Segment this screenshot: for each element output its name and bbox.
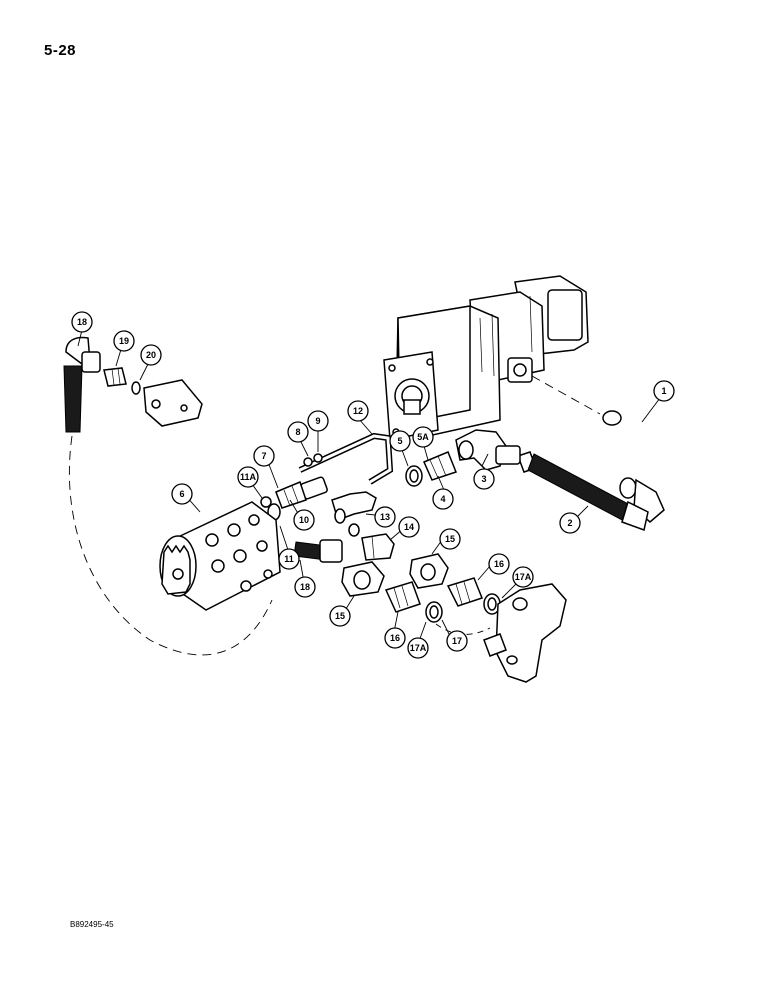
svg-text:10: 10 [299,515,309,525]
callout-10: 10 [293,509,315,531]
svg-text:16: 16 [390,633,400,643]
callout-3: 3 [473,468,495,490]
nut-15-upper [409,553,449,589]
valve-block-left [143,379,203,427]
fitting-14 [361,533,395,561]
nut-15-lower [341,561,385,597]
fitting-16-lower [384,581,421,613]
callout-15-upper: 15 [439,528,461,550]
svg-text:4: 4 [440,494,445,504]
callout-20: 20 [140,344,162,366]
valve-block-17 [483,583,567,683]
hydraulic-pump [383,275,589,441]
callout-11: 11 [278,548,300,570]
fitting-13 [331,491,377,537]
seal-17a-lower [425,601,443,623]
svg-text:16: 16 [494,559,504,569]
svg-text:11A: 11A [240,472,257,482]
seal-17a-upper [483,593,501,615]
callout-7: 7 [253,445,275,467]
callout-18-center: 18 [294,576,316,598]
svg-text:15: 15 [445,534,455,544]
svg-text:13: 13 [380,512,390,522]
page-number: 5-28 [44,42,77,59]
callout-14: 14 [398,516,420,538]
callout-16-upper: 16 [488,553,510,575]
svg-text:5: 5 [397,436,402,446]
svg-text:12: 12 [353,406,363,416]
callout-17: 17 [446,630,468,652]
callout-19: 19 [113,330,135,352]
hose-fitting-18 [293,539,343,563]
callout-17a-lower: 17A [407,637,429,659]
svg-text:5A: 5A [417,432,429,442]
tube-12 [298,432,394,485]
svg-text:17: 17 [452,636,462,646]
hose-18-left [63,336,101,433]
svg-text:2: 2 [567,518,572,528]
callout-4: 4 [432,488,454,510]
callout-2: 2 [559,512,581,534]
svg-text:14: 14 [404,522,414,532]
callout-5a: 5A [412,426,434,448]
figure-code: B892495-45 [70,920,114,929]
svg-text:1: 1 [661,386,666,396]
callout-12: 12 [347,400,369,422]
svg-text:15: 15 [335,611,345,621]
elbow-fitting-3 [455,429,521,471]
fitting-16-upper [446,577,483,607]
hose-2 [517,451,649,531]
fitting-4 [423,451,457,481]
callout-11a: 11A [237,466,259,488]
callout-5: 5 [389,430,411,452]
callout-6: 6 [171,483,193,505]
callout-8: 8 [287,421,309,443]
callout-1: 1 [653,380,675,402]
svg-text:17A: 17A [410,643,427,653]
callout-13: 13 [374,506,396,528]
svg-text:11: 11 [284,554,294,564]
callout-17a-upper: 17A [512,566,534,588]
callout-9: 9 [307,410,329,432]
svg-text:8: 8 [295,427,300,437]
svg-text:18: 18 [300,582,310,592]
svg-text:19: 19 [119,336,129,346]
svg-text:17A: 17A [515,572,532,582]
fitting-19 [103,367,127,387]
svg-text:20: 20 [146,350,156,360]
seal-5 [405,465,423,487]
oring-20 [131,381,141,395]
svg-text:6: 6 [179,489,184,499]
svg-text:7: 7 [261,451,266,461]
svg-text:3: 3 [481,474,486,484]
svg-text:9: 9 [315,416,320,426]
svg-text:18: 18 [77,317,87,327]
callout-18-left: 18 [71,311,93,333]
callout-15-lower: 15 [329,605,351,627]
callout-16-lower: 16 [384,627,406,649]
steering-control-unit-6 [159,501,281,611]
